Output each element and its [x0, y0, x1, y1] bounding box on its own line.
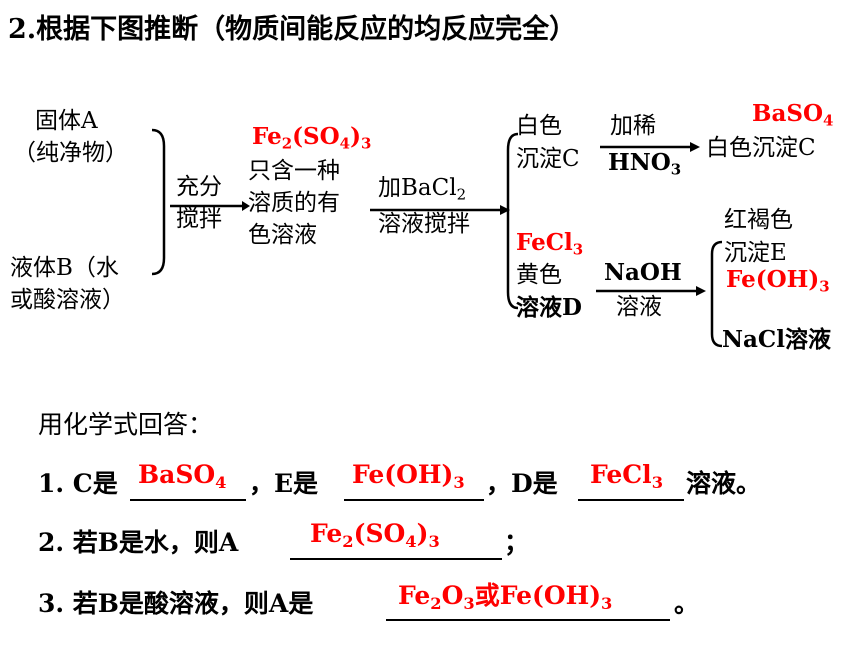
- red-brown-ppt-e-1: 红褐色: [724, 207, 793, 233]
- split-brace: [506, 132, 519, 310]
- step4-label-2: 溶液: [616, 294, 662, 320]
- split-brace-2: [710, 240, 723, 348]
- q3-end: 。: [674, 589, 700, 618]
- step2-label-1: 加BaCl2: [378, 175, 467, 204]
- q1-answer-2: Fe(OH)3: [352, 460, 465, 492]
- solid-a-note: （纯净物）: [13, 140, 128, 166]
- step1-label-2: 搅拌: [176, 206, 222, 232]
- answer-fecl3-diagram: FeCl3: [516, 229, 584, 259]
- q1-part1: 1. C是: [38, 469, 118, 498]
- solution-desc-2: 溶质的有: [248, 190, 340, 216]
- q3-answer: Fe2O3或Fe(OH)3: [398, 581, 613, 613]
- yellow-sol-d-1: 黄色: [516, 262, 562, 288]
- q3-blank: [386, 619, 670, 621]
- page-title: 2.根据下图推断（物质间能反应的均反应完全）: [8, 14, 577, 45]
- q1-part2: ，E是: [249, 469, 319, 498]
- q1-answer-3: FeCl3: [590, 460, 663, 492]
- q1-part4: 溶液。: [686, 469, 762, 498]
- nacl-solution: NaCl溶液: [722, 326, 831, 353]
- q1-answer-1: BaSO4: [138, 460, 227, 492]
- step4-arrow: [596, 286, 706, 296]
- yellow-sol-d-2: 溶液D: [516, 294, 582, 321]
- q2-answer: Fe2(SO4)3: [310, 519, 440, 551]
- liquid-b-label: 液体B（水: [10, 255, 119, 281]
- q3-text: 3. 若B是酸溶液，则A是: [38, 589, 314, 618]
- solid-a-label: 固体A: [35, 108, 98, 134]
- answer-baso4-diagram: BaSO4: [752, 100, 834, 130]
- white-ppt-c-2: 沉淀C: [516, 146, 580, 172]
- q2-blank: [290, 558, 502, 560]
- step3-label-1: 加稀: [610, 113, 656, 139]
- q1-part3: ，D是: [486, 469, 558, 498]
- q1-blank-2: [344, 499, 484, 501]
- step2-label-2: 溶液搅拌: [378, 211, 470, 237]
- solution-desc-1: 只含一种: [248, 158, 340, 184]
- step3-label-2: HNO3: [608, 149, 682, 179]
- q1-blank-3: [578, 499, 684, 501]
- step4-label-1: NaOH: [604, 259, 682, 286]
- step1-arrow: [170, 201, 250, 211]
- q2-end: ；: [504, 528, 530, 557]
- q1-blank-1: [130, 499, 246, 501]
- step1-label-1: 充分: [176, 174, 222, 200]
- step2-arrow: [370, 205, 510, 215]
- solution-desc-3: 色溶液: [248, 222, 317, 248]
- join-brace: [151, 128, 166, 276]
- answer-feoh3-diagram: Fe(OH)3: [726, 266, 830, 296]
- red-brown-ppt-e-2: 沉淀E: [724, 240, 787, 266]
- questions-prompt: 用化学式回答：: [38, 410, 214, 439]
- liquid-b-note: 或酸溶液）: [10, 287, 125, 313]
- answer-fe2so43-diagram: Fe2(SO4)3: [252, 123, 372, 153]
- q2-text: 2. 若B是水，则A: [38, 528, 239, 557]
- white-ppt-c-result: 白色沉淀C: [706, 135, 816, 161]
- white-ppt-c-1: 白色: [516, 113, 562, 139]
- step3-arrow: [600, 142, 700, 152]
